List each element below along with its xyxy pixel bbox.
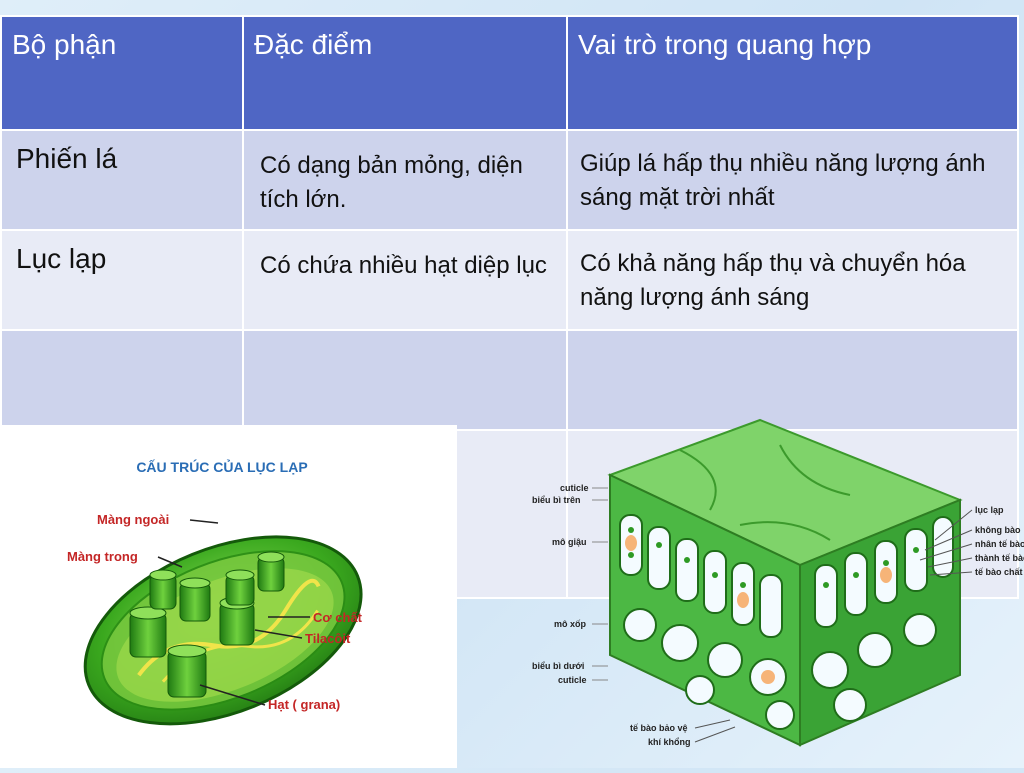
cell-part (0, 329, 244, 431)
label-cell-wall: thành tế bào (975, 553, 1024, 563)
label-chloroplast: lục lạp (975, 505, 1004, 515)
chloroplast-diagram: CẤU TRÚC CỦA LỤC LẠP Màng ngoài (0, 425, 457, 768)
table-row (0, 329, 1019, 431)
cell-role: Giúp lá hấp thụ nhiều năng lượng ánh sán… (580, 150, 986, 211)
label-guard-cell: tế bào bảo vệ (630, 723, 688, 733)
chloroplast-illustration: CẤU TRÚC CỦA LỤC LẠP Màng ngoài (67, 458, 363, 726)
cell-role: Có khả năng hấp thụ và chuyển hóa năng l… (580, 250, 966, 311)
label-palisade: mô giậu (552, 537, 587, 547)
header-feature: Đặc điểm (242, 15, 568, 131)
label-spongy: mô xốp (554, 619, 587, 629)
label-nucleus: nhân tế bào (975, 539, 1024, 549)
label-inner-membrane: Màng trong (67, 549, 138, 564)
chloroplast-title: CẤU TRÚC CỦA LỤC LẠP (136, 458, 307, 475)
table-row: Lục lạp Có chứa nhiều hạt diệp lục Có kh… (0, 229, 1019, 331)
grana-stacks (129, 551, 285, 698)
label-thylakoid: Tilacôit (305, 631, 351, 646)
label-stroma: Cơ chất (313, 610, 363, 625)
cell-part: Phiến lá (0, 129, 244, 231)
leaf-illustration: cuticle biểu bì trên mô giậu mô xốp biểu… (532, 418, 1024, 747)
cell-part: Lục lạp (0, 229, 244, 331)
label-grana: Hạt ( grana) (268, 697, 340, 712)
header-part: Bộ phận (0, 15, 244, 131)
leaf-cross-section-diagram: cuticle biểu bì trên mô giậu mô xốp biểu… (530, 415, 1024, 768)
label-upper-epidermis: biểu bì trên (532, 495, 581, 505)
cell-feature: Có chứa nhiều hạt diệp lục (260, 252, 547, 279)
label-cytoplasm: tế bào chất (975, 567, 1023, 577)
table-row: Phiến lá Có dạng bản mỏng, diện tích lớn… (0, 129, 1019, 231)
label-stoma: khí khổng (648, 737, 691, 747)
label-cuticle-bottom: cuticle (558, 675, 587, 685)
cell-feature (244, 331, 566, 349)
label-outer-membrane: Màng ngoài (97, 512, 169, 527)
label-lower-epidermis: biểu bì dưới (532, 661, 584, 671)
label-vacuole: không bào (975, 525, 1021, 535)
label-cuticle-top: cuticle (560, 483, 589, 493)
cell-feature: Có dạng bản mỏng, diện tích lớn. (260, 152, 523, 213)
header-role: Vai trò trong quang hợp (566, 15, 1019, 131)
cell-role (568, 331, 1017, 347)
